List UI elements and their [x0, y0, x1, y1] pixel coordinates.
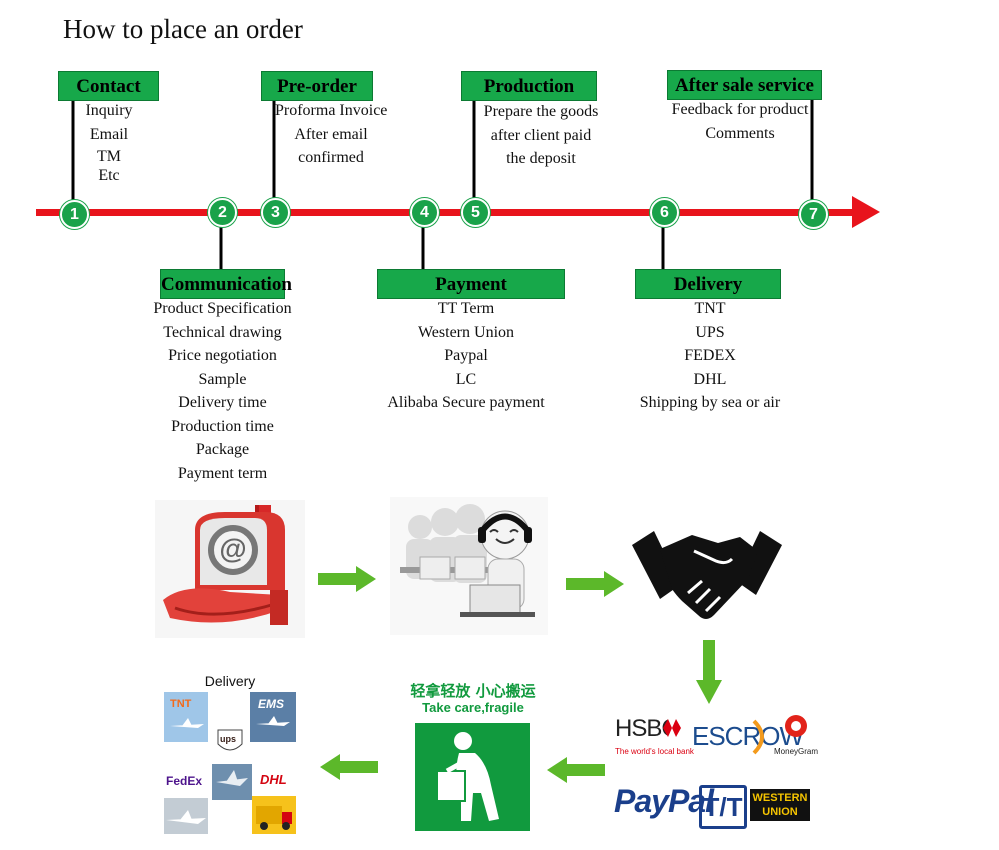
stage-item: Technical drawing — [163, 323, 282, 341]
stage-items-contact: Inquiry Email TM Etc — [78, 99, 140, 184]
stage-item: TNT — [694, 300, 726, 317]
moneygram-globe-icon — [785, 715, 807, 737]
airplane-icon — [256, 716, 290, 726]
stage-item: Payment term — [177, 464, 268, 482]
union-text: UNION — [762, 806, 798, 818]
stage-item: TM — [97, 148, 121, 165]
stage-item: Price negotiation — [168, 347, 277, 364]
truck-icon — [256, 806, 292, 830]
moneygram-logo: MoneyGram — [774, 747, 819, 756]
stage-item: Etc — [98, 167, 120, 184]
flow-arrow-left-icon — [547, 757, 605, 783]
fragile-handling-icon — [415, 723, 530, 831]
step-number-6: 6 — [650, 198, 679, 227]
step-number-1: 1 — [60, 200, 89, 229]
stage-item: Comments — [705, 124, 775, 142]
stage-item: DHL — [693, 370, 727, 388]
fragile-english-text: Take care,fragile — [422, 700, 524, 715]
stage-item: Shipping by sea or air — [639, 394, 781, 411]
stage-items-communication: Product Specification Technical drawing … — [150, 297, 295, 485]
delivery-panel-title: Delivery — [204, 673, 256, 689]
stage-item: FEDEX — [684, 347, 736, 364]
airplane-icon — [166, 810, 206, 824]
plane-ground-image — [164, 798, 208, 834]
stage-item: Alibaba Secure payment — [387, 394, 545, 411]
hsbc-tagline: The world's local bank — [615, 747, 694, 756]
ems-logo: EMS — [258, 697, 285, 711]
cargo-plane-image — [212, 764, 252, 800]
dhl-logo-box: DHL — [256, 770, 296, 792]
stage-item: Package — [195, 441, 250, 458]
airplane-icon — [170, 718, 204, 728]
tnt-logo: TNT — [170, 698, 192, 710]
dhl-truck-image — [252, 796, 296, 834]
stage-label-communication: Communication — [160, 269, 292, 299]
fedex-logo-box: FedEx — [164, 772, 212, 794]
stage-item: after client paid — [490, 126, 592, 144]
delivery-carriers-panel: TNT EMS ups FedEx DHL — [160, 690, 300, 835]
stage-item: After email — [294, 125, 368, 143]
payment-methods-panel: HSBC The world's local bank ESCROW Money… — [610, 705, 820, 833]
stage-label-contact: Contact — [58, 71, 159, 101]
flow-arrow-left-icon — [320, 754, 378, 780]
svg-text:@: @ — [219, 533, 246, 564]
stage-item: Paypal — [444, 347, 488, 364]
stage-item: Prepare the goods — [483, 103, 599, 120]
stage-item: Production time — [171, 417, 274, 435]
paypal-logo: PayPal — [614, 783, 714, 819]
stage-items-production: Prepare the goods after client paid the … — [480, 100, 602, 171]
stage-items-after-sale: Feedback for product Comments — [670, 98, 810, 145]
stage-item: Feedback for product — [671, 101, 809, 118]
tt-logo: T/T — [699, 785, 747, 829]
tnt-plane-image: TNT — [164, 692, 208, 742]
page-title: How to place an order — [63, 14, 303, 44]
timeline-line — [36, 209, 856, 216]
step-number-4: 4 — [410, 198, 439, 227]
stage-item: Sample — [198, 370, 247, 388]
stage-label-after-sale: After sale service — [667, 70, 822, 100]
mailbox-icon: @ — [155, 500, 305, 638]
step-number-2: 2 — [208, 198, 237, 227]
stage-items-delivery: TNT UPS FEDEX DHL Shipping by sea or air — [630, 297, 790, 415]
fragile-chinese-text: 轻拿轻放 小心搬运 — [410, 682, 536, 700]
stage-item: confirmed — [298, 149, 364, 166]
ups-shield-icon — [217, 729, 243, 751]
stage-label-delivery: Delivery — [635, 269, 781, 299]
flow-arrow-right-icon — [318, 566, 376, 592]
stage-item: UPS — [695, 323, 725, 341]
ems-plane-image: EMS — [250, 692, 296, 742]
stage-items-payment: TT Term Western Union Paypal LC Alibaba … — [380, 297, 552, 415]
stage-label-pre-order: Pre-order — [261, 71, 373, 101]
hsbc-hexagon-icon — [663, 719, 681, 737]
western-union-logo: WESTERN UNION — [750, 789, 810, 821]
escrow-arc-icon — [752, 719, 764, 755]
stage-item: Email — [89, 125, 129, 143]
step-number-7: 7 — [799, 200, 828, 229]
stage-label-production: Production — [461, 71, 597, 101]
stage-items-pre-order: Proforma Invoice After email confirmed — [275, 99, 387, 170]
stage-item: TT Term — [437, 300, 495, 317]
stage-item: Delivery time — [178, 394, 267, 411]
fedex-logo: FedEx — [166, 774, 203, 788]
timeline-arrowhead — [852, 196, 880, 228]
ups-logo-box: ups — [212, 728, 248, 756]
handshake-icon — [632, 515, 782, 630]
stage-label-payment: Payment — [377, 269, 565, 299]
ups-logo: ups — [220, 734, 237, 744]
step-number-3: 3 — [261, 198, 290, 227]
flow-arrow-down-icon — [696, 640, 722, 704]
dhl-logo: DHL — [260, 772, 287, 787]
airplane-icon — [216, 770, 248, 786]
stage-item: Western Union — [417, 323, 515, 341]
western-text: WESTERN — [752, 792, 808, 804]
stage-item: Proforma Invoice — [275, 102, 388, 119]
stage-item: Product Specification — [153, 300, 292, 317]
customer-service-icon — [390, 497, 548, 635]
step-number-5: 5 — [461, 198, 490, 227]
stage-item: LC — [455, 370, 477, 388]
stage-item: Inquiry — [85, 102, 133, 119]
flow-arrow-right-icon — [566, 571, 624, 597]
stage-item: the deposit — [506, 150, 576, 167]
